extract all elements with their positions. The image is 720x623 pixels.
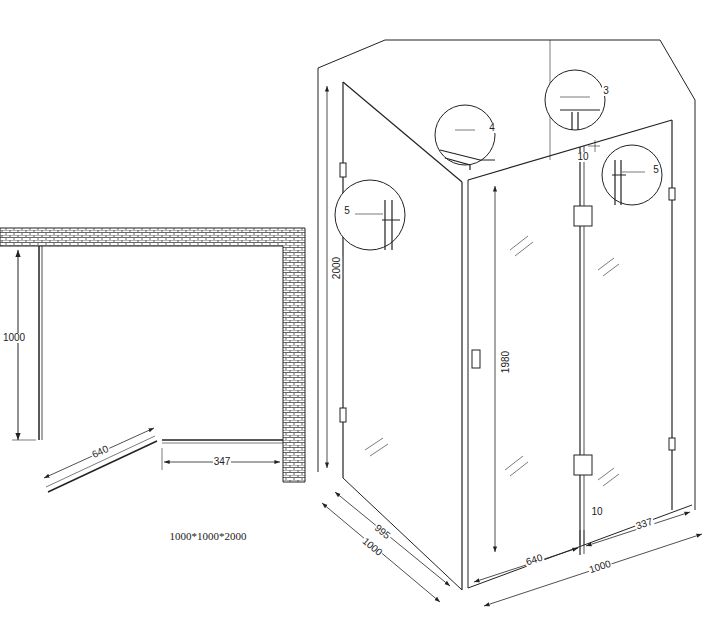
dimension-value: 2000 (332, 256, 342, 280)
dimension-value: 995 (372, 522, 393, 542)
callout-number: 5 (343, 206, 351, 216)
dimension-value: 640 (524, 552, 545, 567)
model-size: 1000*1000*2000 (169, 531, 248, 542)
callout-number: 3 (602, 86, 610, 96)
dimension-value: 1000 (2, 333, 26, 343)
dimension-value: 640 (89, 444, 110, 461)
dimension-value: 1000 (359, 535, 384, 558)
dimension-value: 10 (576, 152, 589, 162)
dimension-value: 10 (590, 507, 603, 517)
dimension-value: 337 (634, 516, 655, 531)
callout-number: 5 (652, 165, 660, 175)
callout-number: 4 (488, 123, 496, 133)
dimension-value: 1980 (501, 350, 511, 374)
dimension-value: 1000 (587, 558, 613, 575)
dimension-value: 347 (213, 457, 232, 467)
